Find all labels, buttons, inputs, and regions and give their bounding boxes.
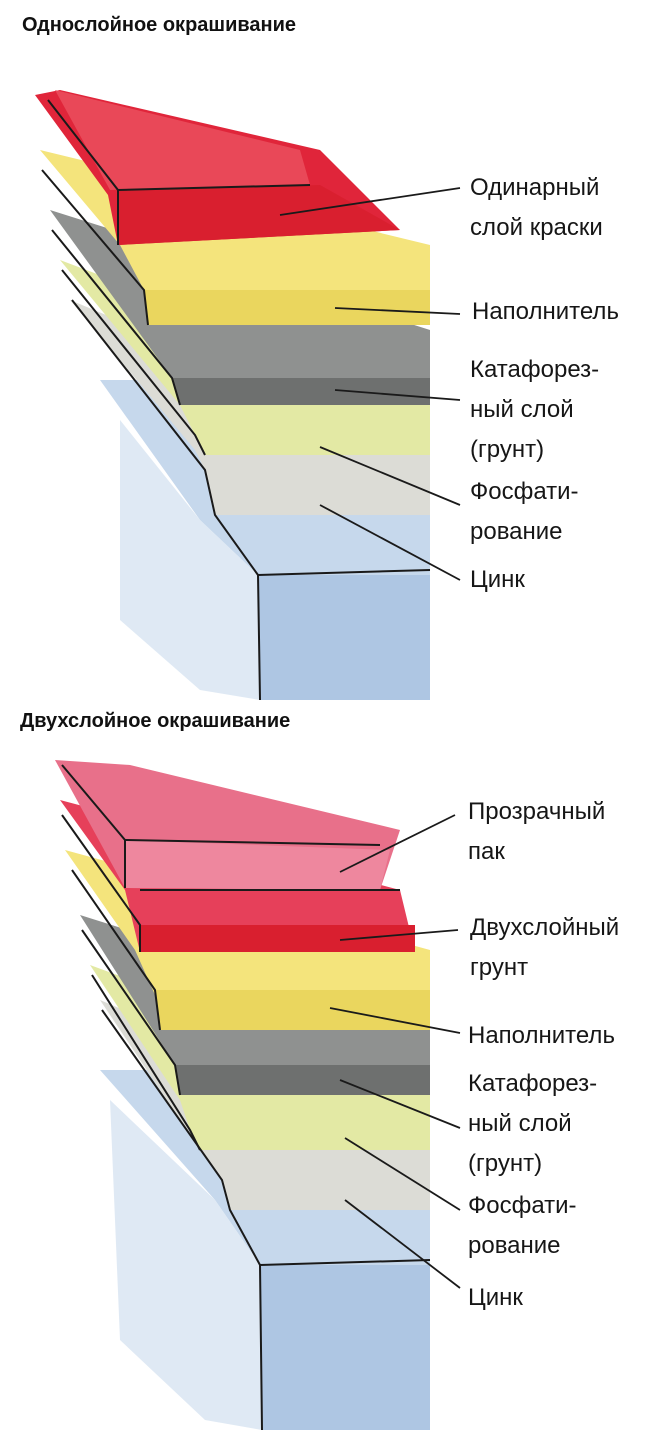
label-double-zinc: Цинк [468, 1284, 523, 1311]
label-single-phosphating: Фосфати-рование [470, 478, 579, 545]
diagram-title-single-layer: Однослойное окрашивание [22, 14, 297, 36]
label-double-cataphoresis: Катафорез-ный слой(грунт) [468, 1070, 598, 1177]
label-single-filler: Наполнитель [472, 298, 619, 325]
label-double-phosphating: Фосфати-рование [468, 1192, 577, 1259]
label-single-cataphoresis: Катафорез-ный слой(грунт) [470, 356, 600, 463]
leader-lines-2 [329, 814, 461, 1289]
diagram-title-two-layer: Двухслойное окрашивание [20, 710, 291, 732]
leader-lines [279, 187, 461, 581]
label-double-filler: Наполнитель [468, 1022, 615, 1049]
two-layer-illustration [55, 760, 461, 1431]
label-single-zinc: Цинк [470, 566, 525, 593]
single-layer-illustration [35, 90, 461, 700]
